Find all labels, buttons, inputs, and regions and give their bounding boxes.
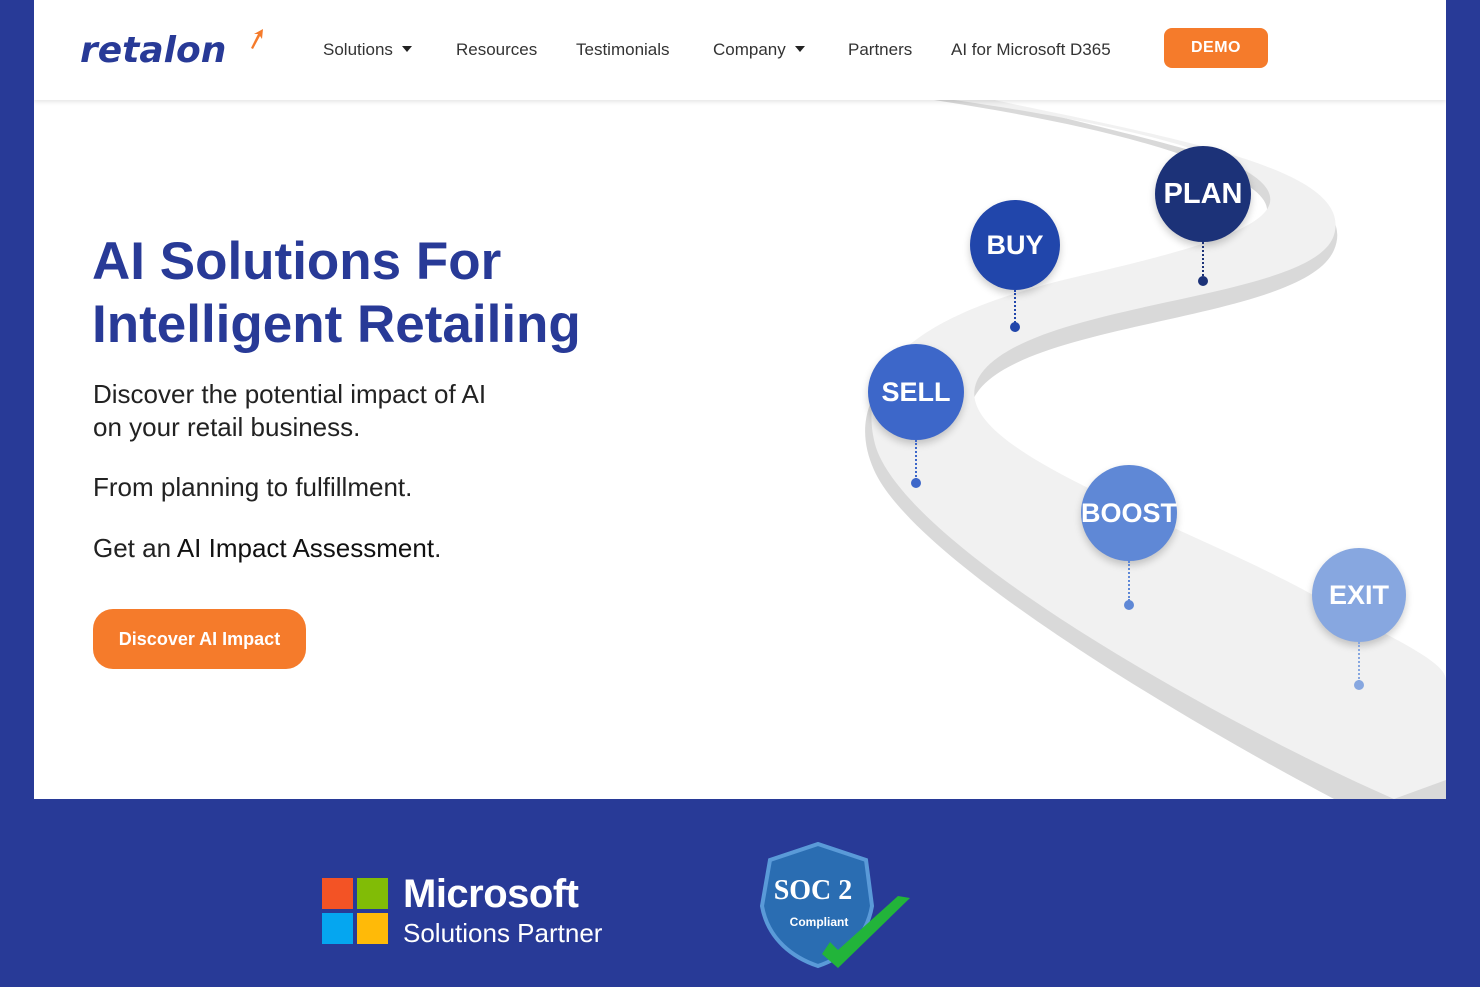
site-header: retalon Solutions Resources Testimonials… bbox=[34, 0, 1446, 100]
stage-sell-dot bbox=[911, 478, 921, 488]
nav-resources[interactable]: Resources bbox=[456, 40, 537, 60]
assessment-suffix: . bbox=[434, 533, 442, 563]
caret-down-icon bbox=[794, 46, 805, 52]
microsoft-wordmark: Microsoft bbox=[403, 872, 579, 916]
nav-solutions[interactable]: Solutions bbox=[323, 40, 412, 60]
nav-solutions-label: Solutions bbox=[323, 40, 393, 59]
main-frame: PLAN BUY SELL BOOST EXIT retalon Solutio… bbox=[34, 0, 1446, 799]
stage-boost-dot bbox=[1124, 600, 1134, 610]
stage-buy-badge: BUY bbox=[970, 200, 1060, 290]
hero-title-line1: AI Solutions For bbox=[92, 232, 502, 291]
nav-testimonials-label: Testimonials bbox=[576, 40, 670, 59]
nav-partners[interactable]: Partners bbox=[848, 40, 912, 60]
stage-plan-pin bbox=[1202, 242, 1204, 280]
stage-label: SELL bbox=[881, 377, 951, 407]
stage-sell-pin bbox=[915, 440, 917, 480]
hero-intro-line2: on your retail business. bbox=[93, 412, 361, 442]
logo-arrow-icon bbox=[251, 29, 263, 49]
stage-label: BOOST bbox=[1081, 498, 1178, 528]
hero-title-line2: Intelligent Retailing bbox=[92, 295, 581, 354]
stage-exit-badge: EXIT bbox=[1312, 548, 1406, 642]
journey-road-illustration bbox=[865, 100, 1446, 799]
nav-company-label: Company bbox=[713, 40, 786, 59]
hero-title: AI Solutions For Intelligent Retailing bbox=[92, 230, 692, 356]
nav-ai-d365-label: AI for Microsoft D365 bbox=[951, 40, 1111, 59]
hero-tagline: From planning to fulfillment. bbox=[93, 472, 413, 502]
nav-testimonials[interactable]: Testimonials bbox=[576, 40, 670, 60]
stage-buy-pin bbox=[1014, 290, 1016, 326]
microsoft-partner-subtitle: Solutions Partner bbox=[403, 918, 603, 948]
stage-label: PLAN bbox=[1163, 178, 1243, 210]
caret-down-icon bbox=[401, 46, 412, 52]
soc2-shield-icon bbox=[759, 842, 910, 969]
nav-ai-d365[interactable]: AI for Microsoft D365 bbox=[951, 40, 1111, 60]
hero-intro: Discover the potential impact of AI on y… bbox=[93, 378, 613, 444]
assessment-prefix: Get an bbox=[93, 533, 177, 563]
stage-sell-badge: SELL bbox=[868, 344, 964, 440]
assessment-link[interactable]: AI Impact Assessment bbox=[176, 533, 435, 563]
nav-company[interactable]: Company bbox=[713, 40, 805, 60]
stage-boost-pin bbox=[1128, 561, 1130, 601]
microsoft-logo-icon bbox=[322, 878, 388, 944]
hero-intro-line1: Discover the potential impact of AI bbox=[93, 379, 487, 409]
hero-assessment-text: Get an AI Impact Assessment. bbox=[93, 532, 613, 565]
stage-buy-dot bbox=[1010, 322, 1020, 332]
stage-label: EXIT bbox=[1328, 580, 1389, 610]
soc2-compliant-label: Compliant bbox=[789, 915, 849, 929]
soc2-title: SOC 2 bbox=[773, 875, 853, 906]
stage-exit-pin bbox=[1358, 642, 1360, 682]
nav-resources-label: Resources bbox=[456, 40, 538, 59]
stage-label: BUY bbox=[986, 230, 1044, 260]
demo-button[interactable]: DEMO bbox=[1164, 28, 1268, 68]
nav-partners-label: Partners bbox=[848, 40, 913, 59]
stage-exit-dot bbox=[1354, 680, 1364, 690]
stage-plan-dot bbox=[1198, 276, 1208, 286]
stage-plan-badge: PLAN bbox=[1155, 146, 1251, 242]
stage-boost-badge: BOOST bbox=[1081, 465, 1177, 561]
discover-ai-impact-button[interactable]: Discover AI Impact bbox=[93, 609, 306, 669]
retalon-logo[interactable]: retalon bbox=[80, 30, 227, 71]
